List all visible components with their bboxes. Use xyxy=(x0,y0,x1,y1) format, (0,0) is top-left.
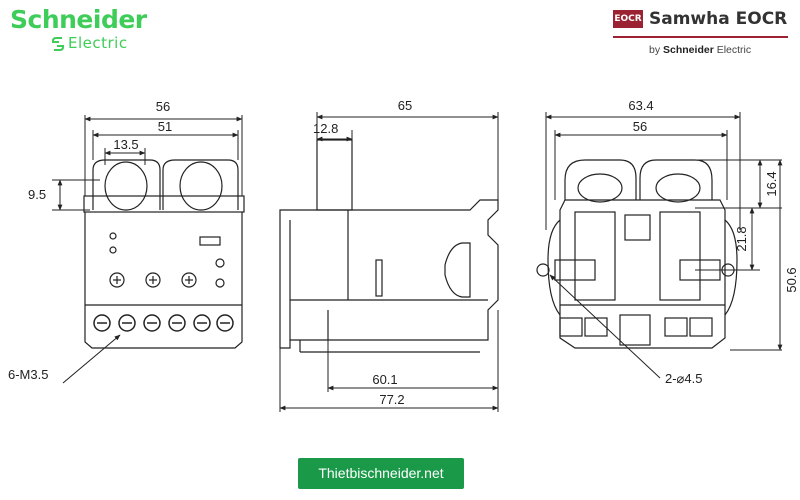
rear-mount-hole-left xyxy=(536,263,550,277)
schneider-mark-icon xyxy=(52,37,64,51)
side-view xyxy=(279,139,499,353)
dim-side-total: 77.2 xyxy=(379,392,404,407)
rear-hole-right xyxy=(655,173,701,203)
rear-panel-left xyxy=(574,211,616,301)
brand-sub: Electric xyxy=(68,34,128,52)
dim-hole-height: 9.5 xyxy=(28,187,46,202)
rear-dimensions xyxy=(545,112,783,379)
front-dimensions xyxy=(52,115,243,384)
front-led-2 xyxy=(109,246,117,254)
side-din-clip xyxy=(444,242,471,298)
dim-rear-top: 16.4 xyxy=(764,171,779,196)
front-body-outline xyxy=(84,210,243,349)
front-led-1 xyxy=(109,232,117,240)
front-led-4 xyxy=(215,278,225,288)
by-brand: Schneider xyxy=(663,44,714,56)
side-dimensions xyxy=(279,112,499,412)
rear-window-left xyxy=(564,159,637,200)
samwha-eocr-logo: EOCR Samwha EOCR by Schneider Electric xyxy=(613,8,793,66)
dim-rear-inner: 56 xyxy=(633,119,647,134)
terminal-screw-note: 6-M3.5 xyxy=(8,367,48,382)
front-window-left xyxy=(92,159,161,210)
rear-window-right xyxy=(639,159,713,200)
rear-body-outline xyxy=(559,199,726,349)
side-slot xyxy=(375,259,383,297)
rear-panel-right xyxy=(659,211,701,301)
eocr-divider xyxy=(613,36,788,38)
rear-clip-left xyxy=(554,259,596,281)
front-top-lip xyxy=(83,195,245,213)
front-terminal-screws xyxy=(93,314,234,332)
dim-front-width: 56 xyxy=(156,99,170,114)
by-suffix: Electric xyxy=(716,44,752,56)
front-hole-right xyxy=(179,161,223,211)
side-body-outline xyxy=(279,199,499,349)
front-window-right xyxy=(162,159,239,210)
site-link[interactable]: Thietbischneider.net xyxy=(298,458,464,489)
rear-foot-1 xyxy=(559,317,583,337)
dim-hole-width: 13.5 xyxy=(113,137,138,152)
dim-rear-mid: 21.8 xyxy=(734,226,749,251)
rear-hole-left xyxy=(577,173,623,203)
eocr-name: Samwha EOCR xyxy=(649,9,788,29)
dim-side-offset: 12.8 xyxy=(313,121,338,136)
rear-mount-arcs xyxy=(547,219,738,316)
eocr-by-line: by Schneider Electric xyxy=(649,44,751,56)
rear-hole-note: 2-⌀4.5 xyxy=(665,371,702,386)
front-view xyxy=(83,159,245,349)
front-adjust-screws xyxy=(109,272,197,288)
dim-side-base: 60.1 xyxy=(372,372,397,387)
rear-center-block xyxy=(624,214,651,241)
front-switch xyxy=(199,236,221,246)
dim-front-inner: 51 xyxy=(158,119,172,134)
front-led-3 xyxy=(215,258,225,268)
eocr-badge: EOCR xyxy=(613,10,643,28)
schneider-logo: Schneider Electric xyxy=(10,6,160,54)
rear-center-foot xyxy=(619,314,651,346)
rear-view xyxy=(536,159,738,349)
brand-name: Schneider xyxy=(10,5,147,34)
dim-side-depth: 65 xyxy=(398,98,412,113)
side-ct-block xyxy=(316,139,353,211)
dim-rear-total: 50.6 xyxy=(784,267,799,292)
by-prefix: by xyxy=(649,44,661,56)
dim-rear-width: 63.4 xyxy=(628,98,653,113)
front-hole-left xyxy=(104,161,148,211)
